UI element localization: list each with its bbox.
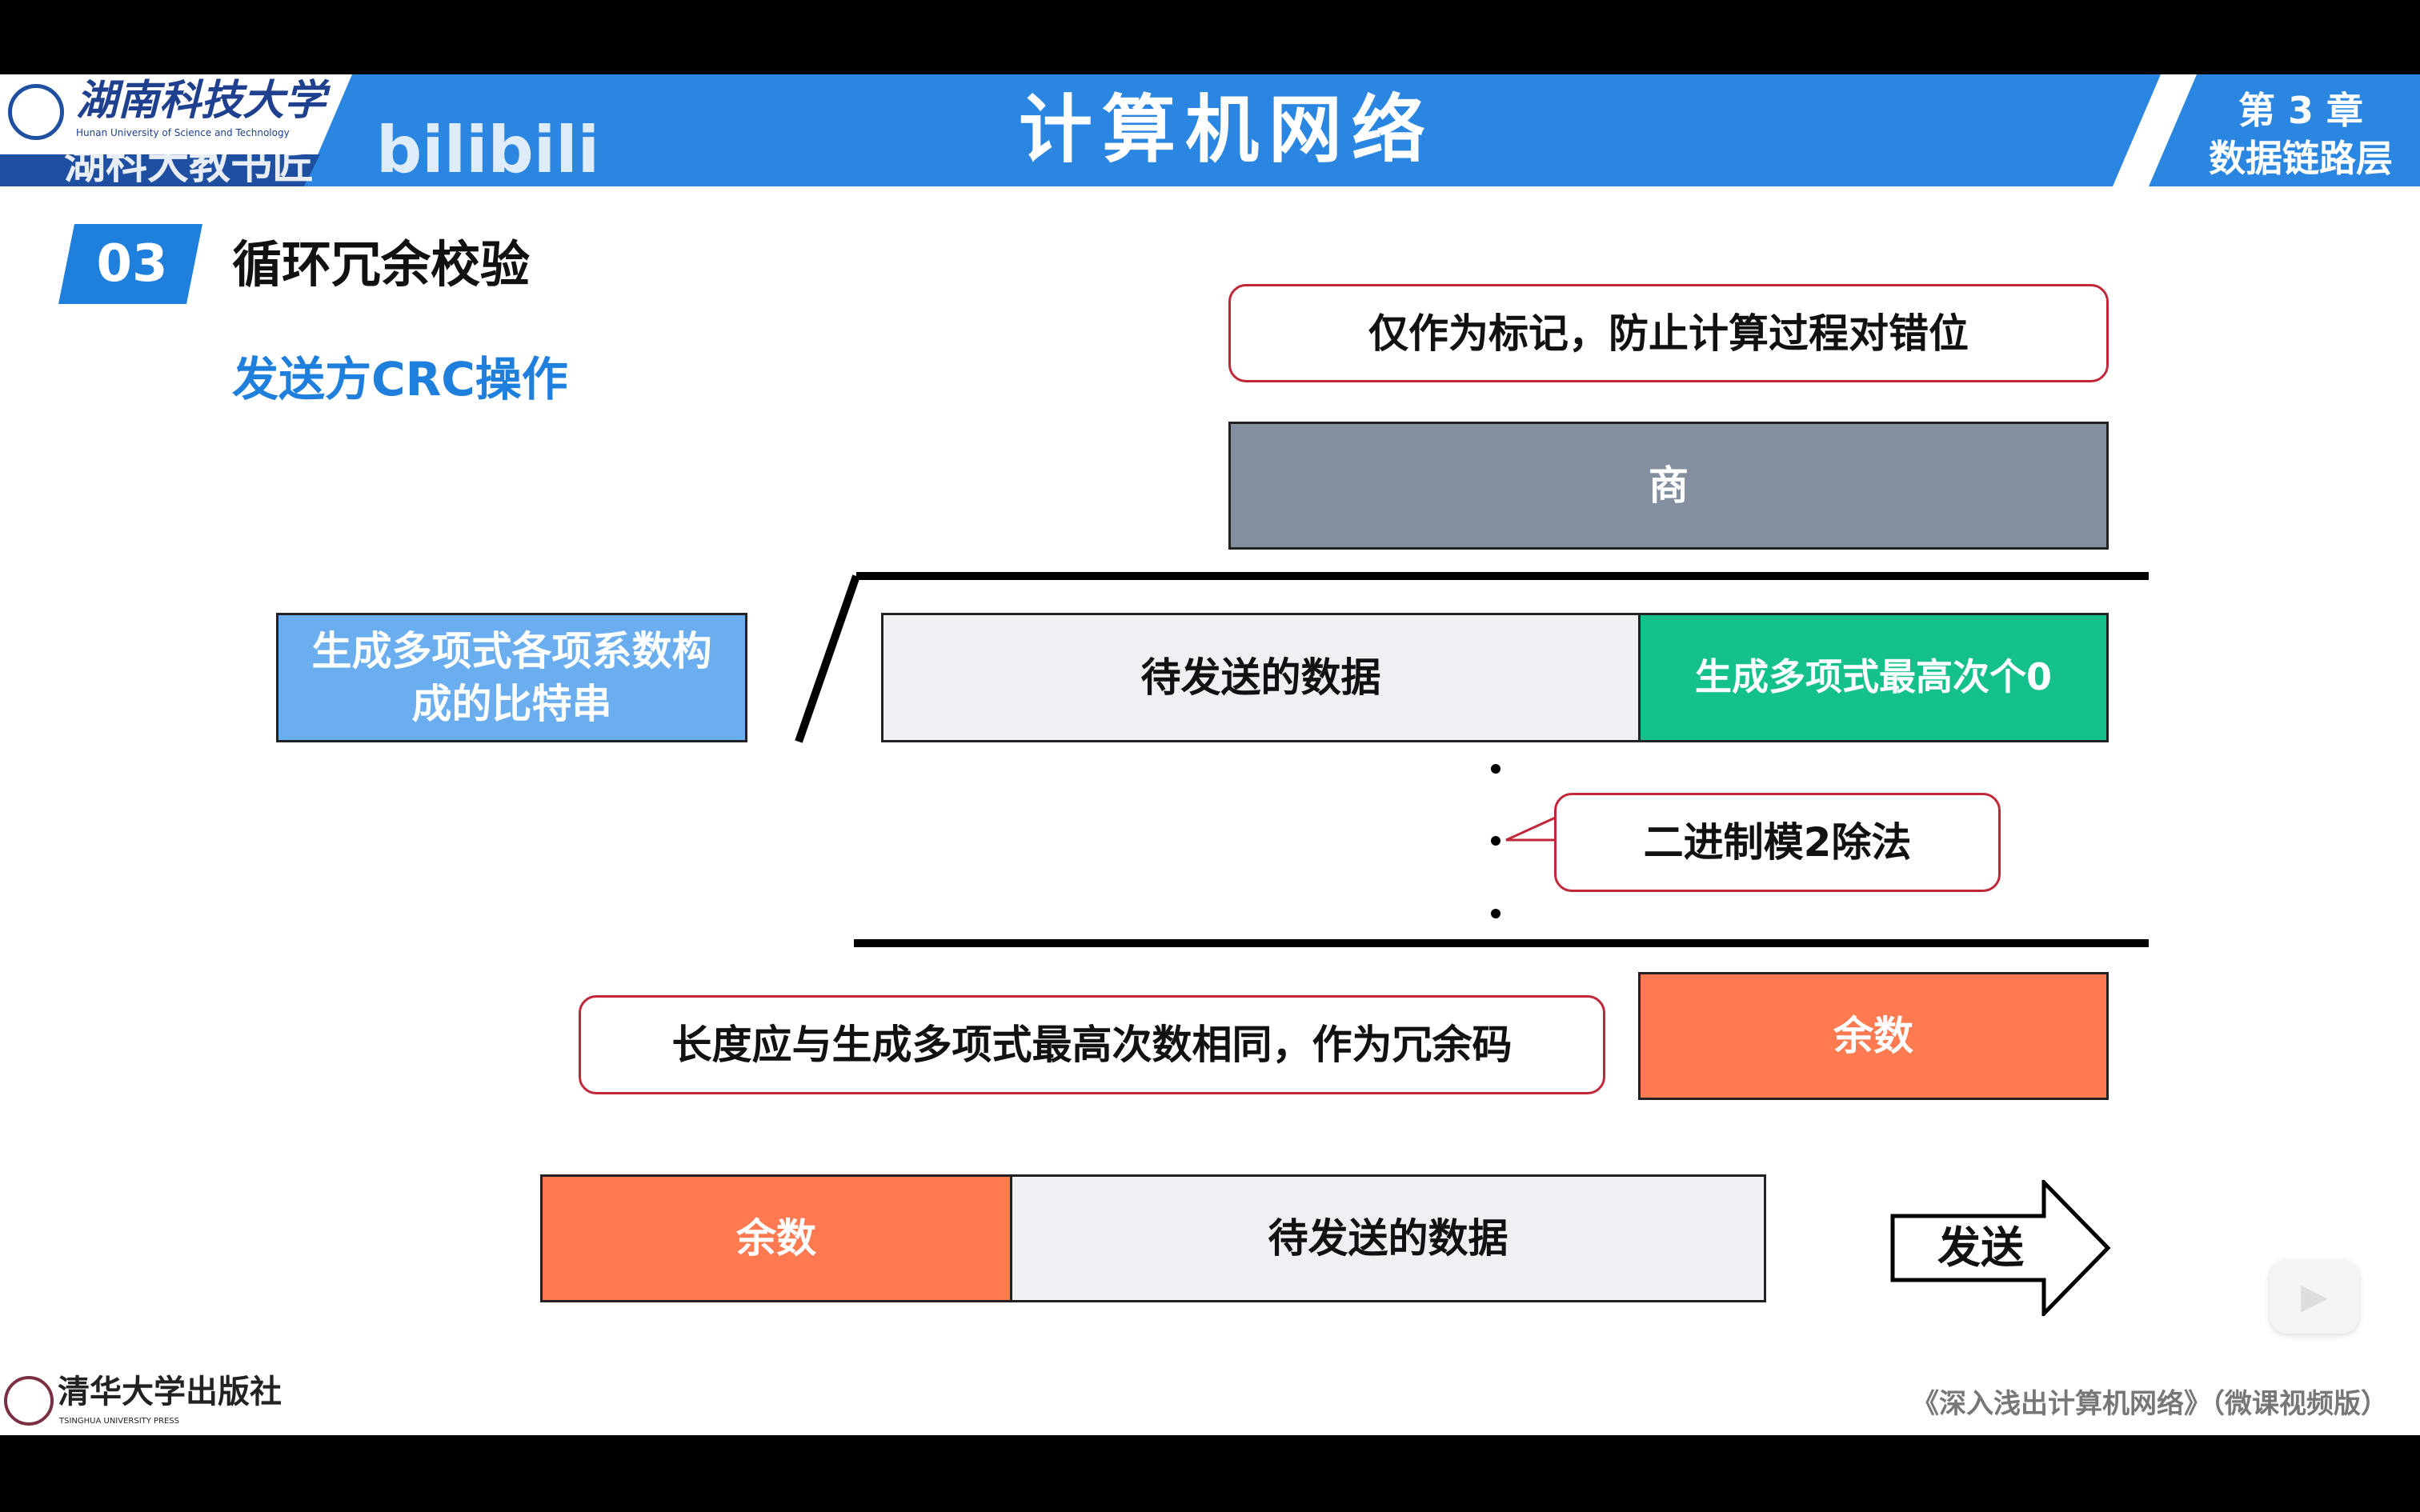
callout-remainder: 长度应与生成多项式最高次数相同，作为冗余码: [579, 995, 1605, 1094]
frame-remainder-box: 余数: [540, 1174, 1012, 1302]
publisher-name: 清华大学出版社: [58, 1373, 282, 1410]
section-subtitle: 发送方CRC操作: [232, 352, 568, 406]
ellipsis-dot: [1491, 836, 1500, 846]
division-bracket: [795, 574, 860, 743]
ellipsis-dot: [1491, 909, 1500, 918]
callout-pointer: [1505, 814, 1561, 842]
section-title: 循环冗余校验: [232, 235, 531, 294]
chapter-number: 第 3 章: [2238, 89, 2364, 132]
book-title: 《深入浅出计算机网络》（微课视频版）: [1912, 1388, 2388, 1420]
division-bar-bottom: [854, 939, 2149, 947]
quotient-box: 商: [1228, 422, 2109, 550]
bottom-black-bar: [0, 1435, 2420, 1512]
send-label: 发送: [1937, 1222, 2024, 1273]
header-shapes: [0, 74, 2197, 186]
section-badge: [58, 224, 202, 304]
header-bar: [0, 74, 2420, 186]
university-name: 湖南科技大学: [76, 76, 327, 125]
data-box: 待发送的数据: [881, 613, 1641, 742]
page-title: 计算机网络: [1018, 87, 1435, 173]
top-black-bar: [0, 0, 2420, 74]
bilibili-play-icon[interactable]: ▶: [2270, 1260, 2359, 1334]
send-arrow-icon: [1890, 1180, 2111, 1316]
remainder-box: 余数: [1638, 972, 2109, 1100]
zeros-box: 生成多项式最高次个0: [1638, 613, 2109, 742]
callout-division: 二进制模2除法: [1554, 793, 2001, 892]
section-number: 03: [96, 234, 168, 294]
division-bar-top: [856, 572, 2149, 580]
university-name-en: Hunan University of Science and Technolo…: [76, 127, 290, 138]
divisor-box: 生成多项式各项系数构成的比特串: [276, 613, 747, 742]
callout-mark: 仅作为标记，防止计算过程对错位: [1228, 284, 2109, 382]
frame-data-box: 待发送的数据: [1010, 1174, 1766, 1302]
university-logo-icon: [8, 84, 64, 140]
ellipsis-dot: [1491, 764, 1500, 774]
bilibili-watermark: bilibili: [376, 113, 600, 187]
watermark: 湖科大教书匠: [64, 141, 315, 189]
publisher-logo-icon: [4, 1376, 54, 1426]
publisher-name-en: TSINGHUA UNIVERSITY PRESS: [59, 1417, 180, 1426]
chapter-name: 数据链路层: [2209, 137, 2393, 180]
